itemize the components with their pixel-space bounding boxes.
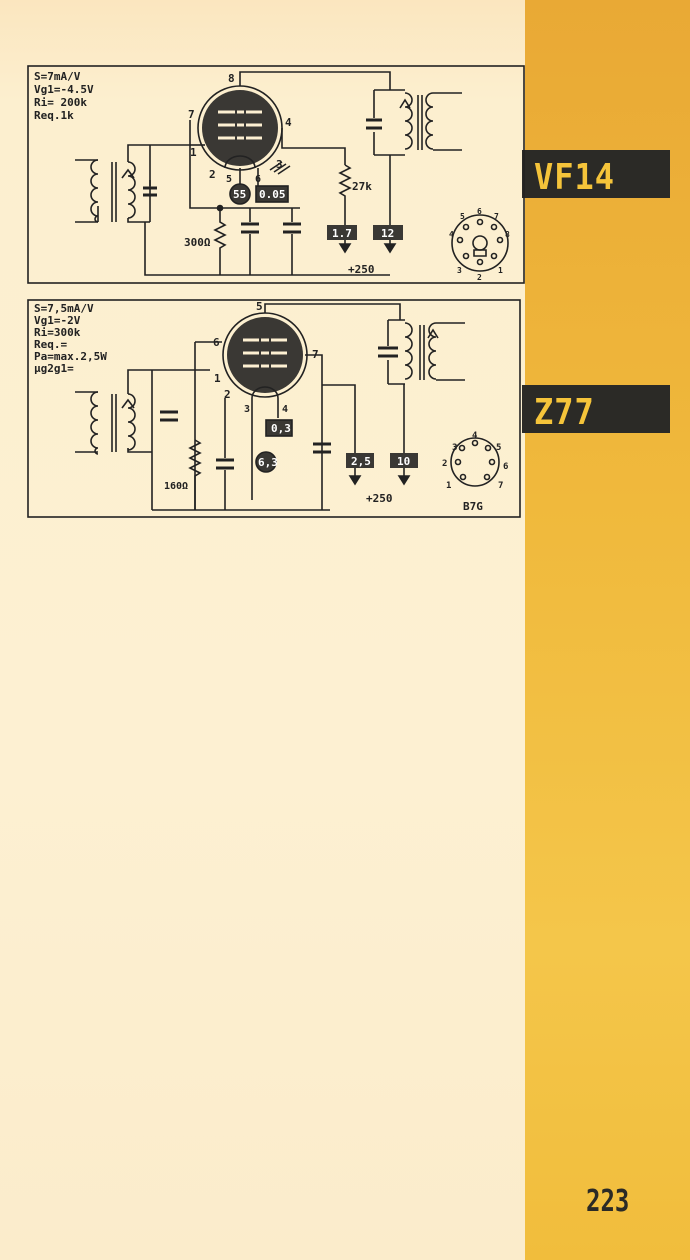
socket-pin-vf14: 6 xyxy=(477,207,482,216)
value-box-1-vf14 xyxy=(327,225,357,240)
socket-pin-z77: 6 xyxy=(503,462,508,472)
spec-2-vf14: Vg1=-4.5V xyxy=(34,83,94,96)
heater-value-1-vf14 xyxy=(229,183,251,205)
resistor-label-160: 160Ω xyxy=(164,481,188,492)
pin-label-z77: 1 xyxy=(214,372,221,385)
socket-pin-vf14: 4 xyxy=(449,230,454,239)
heater-value-1-z77 xyxy=(265,419,293,437)
spec-3-z77: Ri=300k xyxy=(34,326,81,339)
pin-label-z77: 6 xyxy=(213,336,220,349)
socket-pin-vf14: 1 xyxy=(498,266,503,275)
supply-label-z77: +250 xyxy=(366,492,393,505)
diagram-frame-vf14 xyxy=(27,65,525,284)
index-strip xyxy=(525,0,690,1260)
supply-label-vf14: +250 xyxy=(348,263,375,276)
screen-lead-z77 xyxy=(305,354,323,510)
box-text-1-vf14: 1.7 xyxy=(332,227,352,240)
screen-capacitor-vf14 xyxy=(283,208,301,275)
tab-label-vf14: VF14 xyxy=(534,156,616,198)
socket-diagram-vf14 xyxy=(451,214,509,272)
resistor-27k xyxy=(338,164,352,220)
heater-text-1-z77: 0,3 xyxy=(271,422,291,435)
heater-text-2-vf14: 0.05 xyxy=(259,188,286,201)
tab-label-z77: Z77 xyxy=(534,391,595,433)
cathode-lead-vf14 xyxy=(189,120,300,209)
pin-label-vf14: 8 xyxy=(228,72,235,85)
cathode-capacitor-z77 xyxy=(216,398,234,510)
spec-4-z77: Req.= xyxy=(34,338,67,351)
resistor-label-27k: 27k xyxy=(352,180,372,193)
tab-vf14[interactable]: VF14 xyxy=(522,150,670,198)
spec-6-z77: μg2g1= xyxy=(34,362,74,375)
socket-pin-z77: 5 xyxy=(496,443,501,453)
pin-label-vf14: 4 xyxy=(285,116,292,129)
socket-pin-vf14: 3 xyxy=(457,266,462,275)
pin-label-z77: 3 xyxy=(244,404,250,415)
tube-envelope-z77 xyxy=(222,312,308,399)
ground-hatch-vf14 xyxy=(269,161,291,175)
socket-pin-vf14: 2 xyxy=(477,273,482,282)
paper-area xyxy=(0,0,525,1260)
socket-pin-vf14: 5 xyxy=(460,212,465,221)
value-box-2-z77 xyxy=(390,453,418,468)
socket-pin-z77: 2 xyxy=(442,459,447,469)
pin-label-vf14: 5 xyxy=(226,174,232,185)
ground-rail-vf14 xyxy=(144,222,390,276)
value-box-1-z77 xyxy=(346,453,374,468)
grid-lead-z77 xyxy=(194,341,222,510)
pin-label-vf14: 1 xyxy=(190,146,197,159)
output-transformer-z77 xyxy=(378,319,465,486)
socket-pin-z77: 4 xyxy=(472,431,478,441)
box-text-2-vf14: 12 xyxy=(381,227,394,240)
input-capacitor-z77 xyxy=(160,410,178,422)
pin-label-vf14: 7 xyxy=(188,108,195,121)
resistor-label-300: 300Ω xyxy=(184,236,211,249)
heater-value-2-vf14 xyxy=(255,185,289,203)
pin-label-z77: 5 xyxy=(256,300,263,313)
cathode-capacitor-vf14 xyxy=(241,208,259,275)
heater-text-2-z77: 6,3 xyxy=(258,456,278,469)
diagram-frame-z77 xyxy=(27,299,521,518)
anode-lead-z77 xyxy=(264,303,401,320)
socket-pin-vf14: 8 xyxy=(505,230,510,239)
pin-label-z77: 2 xyxy=(224,388,231,401)
box-text-2-z77: 10 xyxy=(397,455,410,468)
pin-label-vf14: 3 xyxy=(276,158,283,171)
tube-envelope-vf14 xyxy=(197,85,283,171)
resistor-300-ohm xyxy=(213,208,227,275)
socket-pin-vf14: 7 xyxy=(494,212,499,221)
spec-1-z77: S=7,5mA/V xyxy=(34,302,94,315)
socket-pin-z77: 7 xyxy=(498,481,503,491)
spec-3-vf14: Ri= 200k xyxy=(34,96,87,109)
socket-pin-z77: 3 xyxy=(452,443,457,453)
spec-4-vf14: Req.1k xyxy=(34,109,74,122)
screen-capacitor-z77 xyxy=(313,442,331,454)
spec-1-vf14: S=7mA/V xyxy=(34,70,81,83)
pin-label-vf14: 6 xyxy=(255,174,261,185)
resistor-160-ohm xyxy=(188,439,202,510)
heater-text-1-vf14: 55 xyxy=(233,188,246,201)
socket-diagram-z77 xyxy=(450,437,500,487)
input-transformer-z77 xyxy=(75,369,210,510)
screen-lead-vf14 xyxy=(281,128,346,165)
spec-5-z77: Pa=max.2,5W xyxy=(34,350,107,363)
input-capacitor-vf14 xyxy=(143,180,157,197)
page-number: 223 xyxy=(586,1184,630,1219)
tab-z77[interactable]: Z77 xyxy=(522,385,670,433)
anode-lead-vf14 xyxy=(239,71,391,90)
box-text-1-z77: 2,5 xyxy=(351,455,371,468)
pin-label-z77: 7 xyxy=(312,348,319,361)
socket-pin-z77: 1 xyxy=(446,481,451,491)
spec-2-z77: Vg1=-2V xyxy=(34,314,81,327)
heater-value-2-z77 xyxy=(255,451,277,473)
socket-label-z77: B7G xyxy=(463,500,483,513)
pin-label-z77: 4 xyxy=(282,404,288,415)
input-transformer-vf14 xyxy=(75,144,190,223)
value-box-2-vf14 xyxy=(373,225,403,240)
pin-label-vf14: 2 xyxy=(209,168,216,181)
